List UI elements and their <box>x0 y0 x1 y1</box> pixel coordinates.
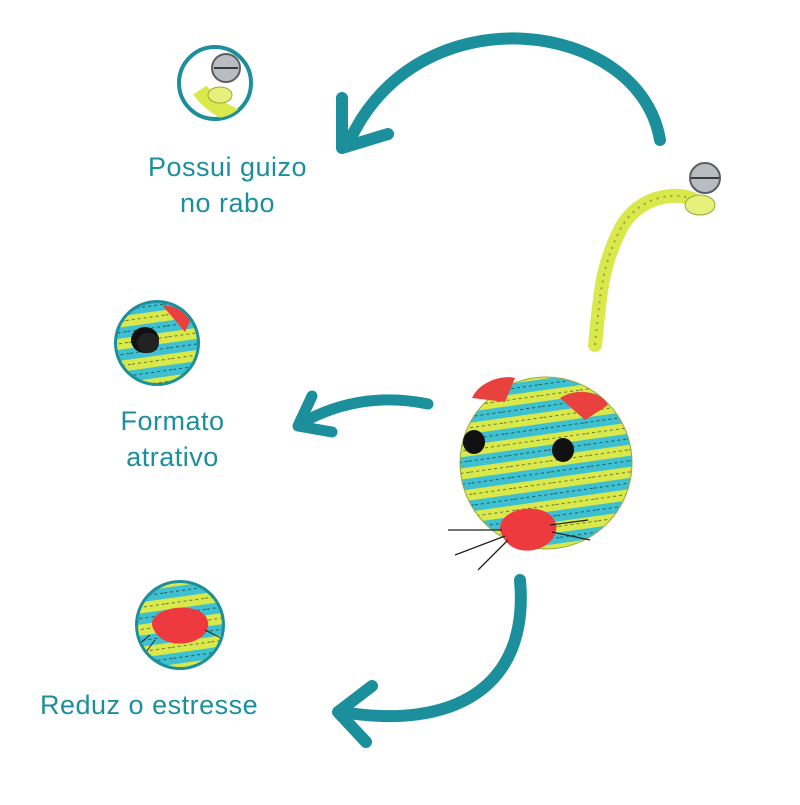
tail-bell-detail <box>177 45 253 121</box>
feature-label-shape: Formato atrativo <box>60 403 285 475</box>
rope-mouse-toy <box>448 162 721 571</box>
mouse-eye-icon <box>463 430 485 454</box>
nose-detail <box>135 580 225 670</box>
mouse-eye-icon <box>552 438 574 462</box>
arrow-icon <box>292 390 434 438</box>
arrow-icon <box>336 32 666 154</box>
feature-label-bell: Possui guizo no rabo <box>115 149 340 221</box>
mouse-nose-icon <box>499 508 557 551</box>
feature-label-line: no rabo <box>179 188 276 218</box>
mouse-nose-icon <box>151 607 209 644</box>
feature-label-line: Possui guizo <box>147 152 308 182</box>
shape-detail <box>114 300 200 386</box>
feature-label-line: Formato <box>120 406 225 436</box>
feature-label-line: atrativo <box>126 442 219 472</box>
feature-label-stress: Reduz o estresse <box>40 687 330 723</box>
arrow-icon <box>332 574 527 748</box>
feature-label-line: Reduz o estresse <box>40 690 259 720</box>
